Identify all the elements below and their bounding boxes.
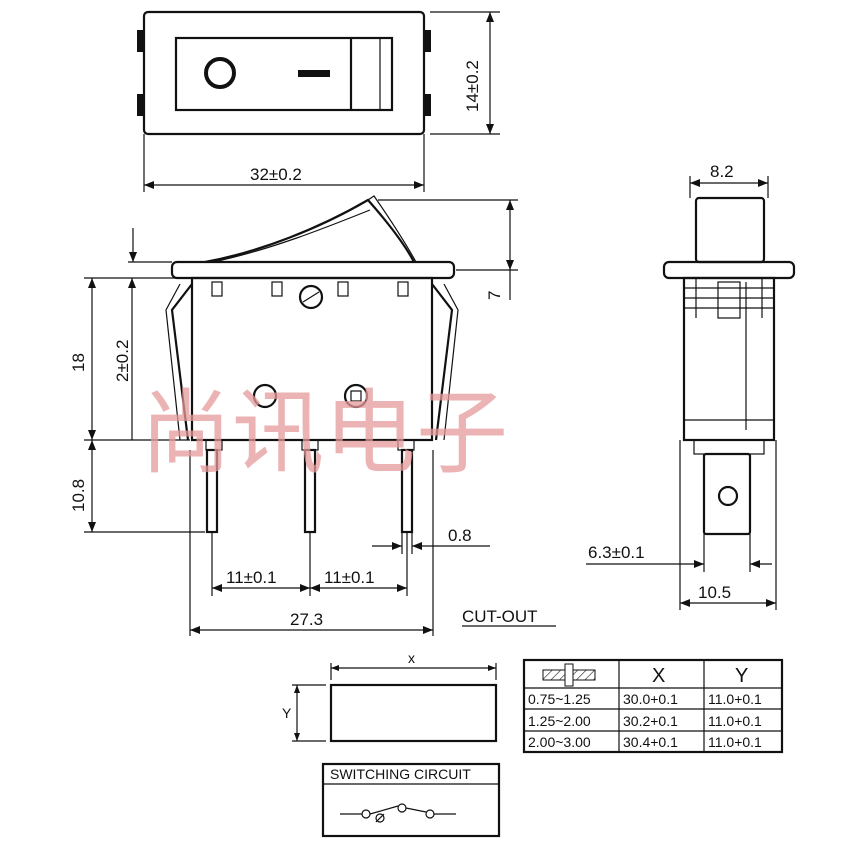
dim-flange-marker [128,228,172,263]
dim-side-width: 8.2 [689,162,769,198]
table-cell: 11.0+0.1 [708,713,762,729]
table-cell: 11.0+0.1 [708,734,762,750]
svg-text:32±0.2: 32±0.2 [250,165,302,184]
table-cell: 1.25~2.00 [528,713,591,729]
switching-circuit: SWITCHING CIRCUIT [321,762,501,838]
dim-terminal-width: 6.3±0.1 [586,534,772,572]
dim-rocker-height: 7 [378,199,518,300]
front-view [165,195,459,534]
dim-pin-spacing: 11±0.1 11±0.1 [211,532,408,596]
table-cell: 11.0+0.1 [708,691,762,707]
cutout-x-label: x [408,650,415,666]
dim-flange: 2±0.2 [113,278,136,440]
panel-thickness-icon [542,663,596,687]
off-symbol-icon [204,57,236,89]
cutout-table: X Y 0.75~1.25 30.0+0.1 11.0+0.1 1.25~2.0… [522,658,784,754]
cutout-title: CUT-OUT [462,607,538,626]
svg-text:27.3: 27.3 [290,610,323,629]
dim-top-height: 14±0.2 [430,11,500,135]
svg-text:18: 18 [69,353,88,372]
svg-text:11±0.1: 11±0.1 [324,568,375,587]
side-view [662,196,796,536]
svg-text:10.5: 10.5 [698,583,731,602]
watermark: 尚讯电子 [140,380,508,487]
dim-top-width: 32±0.2 [143,134,425,192]
dim-pin-length: 10.8 [69,440,205,533]
dim-overall-width: 27.3 [189,450,434,636]
svg-text:14±0.2: 14±0.2 [463,60,482,112]
svg-text:2±0.2: 2±0.2 [113,340,132,382]
svg-text:0.8: 0.8 [448,526,472,545]
switch-symbol-icon [340,803,456,823]
svg-text:11±0.1: 11±0.1 [226,568,277,587]
table-cell: 0.75~1.25 [528,691,591,707]
dim-body-height: 18 [69,277,190,441]
circuit-title: SWITCHING CIRCUIT [330,766,471,782]
cutout-y-label: Y [282,705,292,721]
top-view [137,10,431,136]
table-header-y: Y [735,665,748,687]
on-symbol-icon [298,70,330,77]
table-cell: 30.4+0.1 [623,734,678,750]
dim-side-depth: 10.5 [679,440,777,610]
cutout-section: CUT-OUT x Y [282,607,556,743]
table-cell: 30.2+0.1 [623,713,678,729]
svg-text:8.2: 8.2 [710,162,734,181]
svg-text:7: 7 [485,291,504,300]
table-cell: 30.0+0.1 [623,691,678,707]
svg-text:10.8: 10.8 [69,479,88,512]
dim-pin-thickness: 0.8 [372,526,490,554]
table-header-x: X [652,665,665,687]
table-cell: 2.00~3.00 [528,734,591,750]
svg-text:6.3±0.1: 6.3±0.1 [588,543,645,562]
